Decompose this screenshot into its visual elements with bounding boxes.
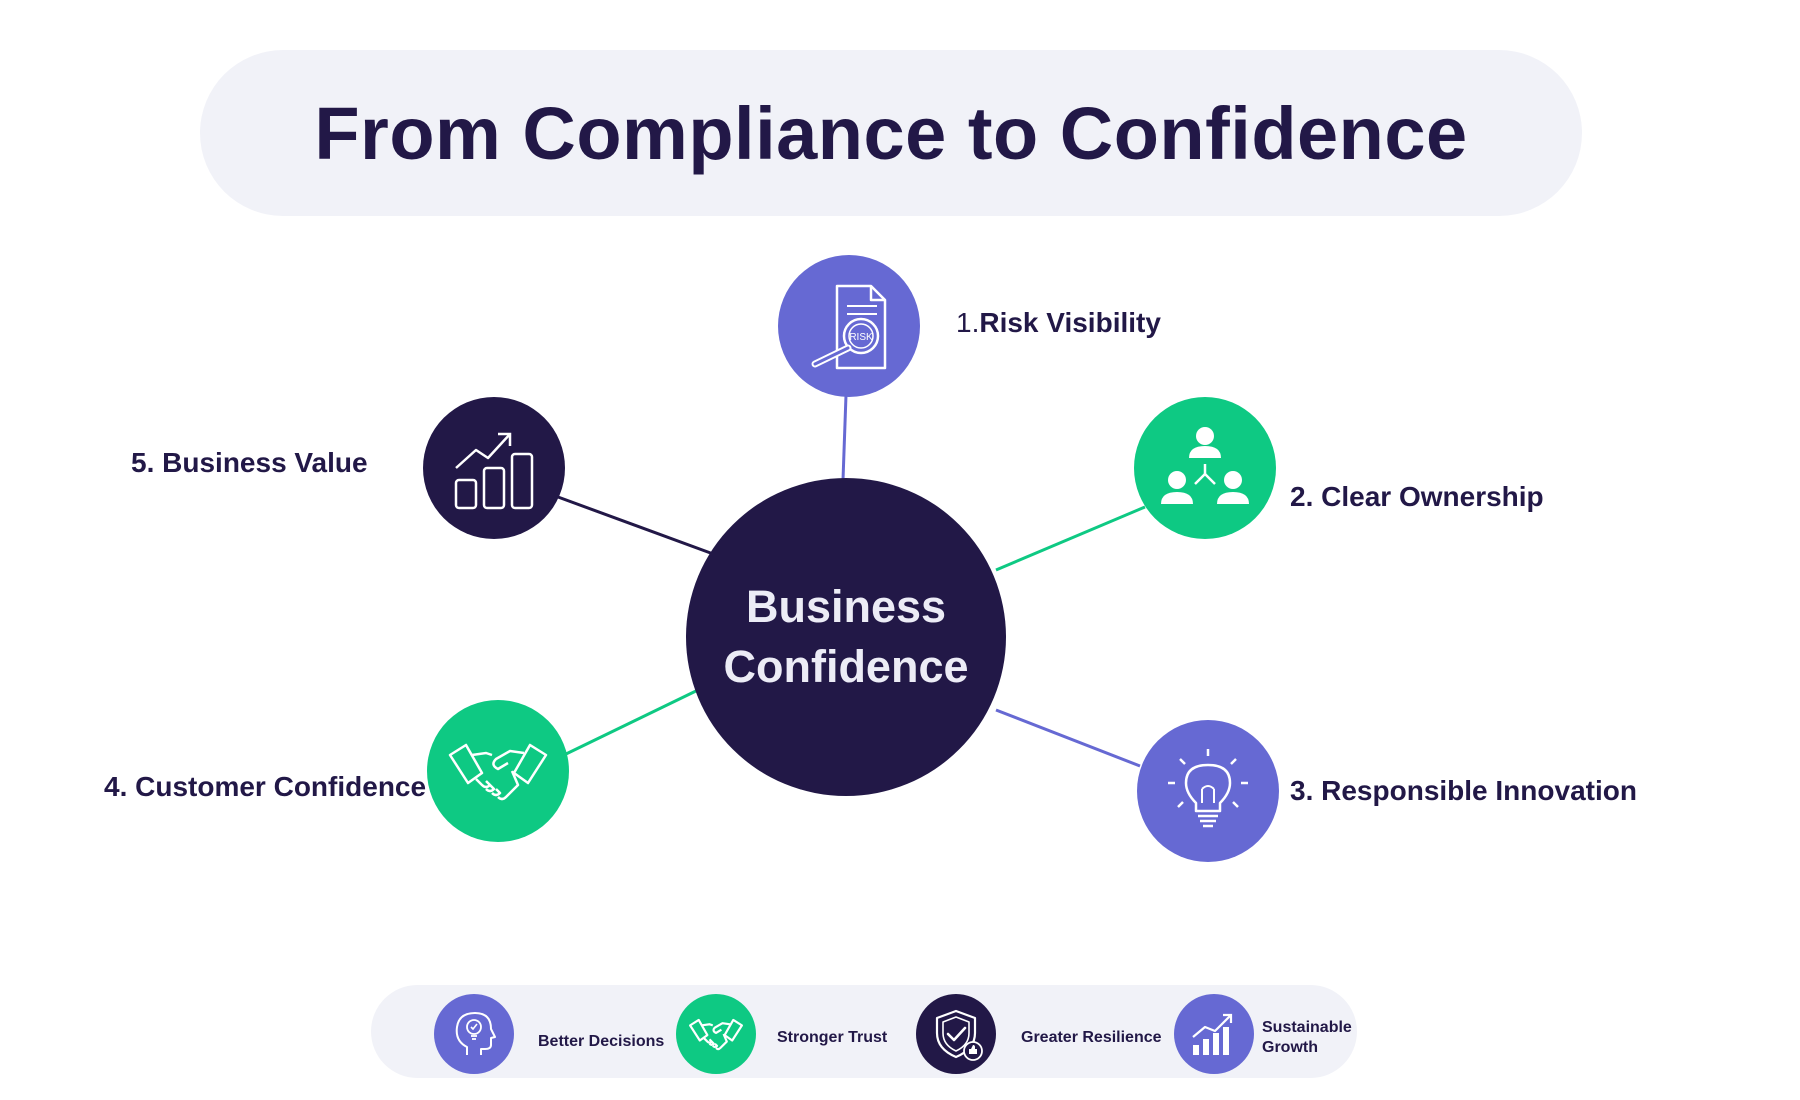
node-number: 1. <box>956 307 980 338</box>
growth-bar-chart-icon <box>454 432 534 510</box>
node-number: 4. <box>104 771 128 802</box>
head-lightbulb-icon <box>455 1012 496 1055</box>
node-number: 2. <box>1290 481 1314 512</box>
node-title: Business Value <box>162 447 368 478</box>
connector-clear-ownership <box>995 505 1146 572</box>
page-title: From Compliance to Confidence <box>314 91 1468 175</box>
benefit-label: Better Decisions <box>538 1033 665 1050</box>
lightbulb-icon <box>1168 749 1248 828</box>
node-number: 5. <box>131 447 155 478</box>
benefit-label-line1: Sustainable <box>1262 1019 1352 1036</box>
label-clear-ownership: 2. Clear Ownership <box>1290 480 1544 514</box>
node-title: Customer Confidence <box>135 771 427 802</box>
label-business-value: 5. Business Value <box>131 446 368 480</box>
benefit-label: Stronger Trust <box>777 1029 888 1046</box>
benefit-label-line2: Growth <box>1262 1039 1318 1056</box>
connector-responsible-innovation <box>995 708 1141 768</box>
svg-text:RISK: RISK <box>849 332 873 343</box>
benefit-better-decisions-icon-wrap <box>434 994 514 1074</box>
shield-check-icon <box>935 1009 983 1061</box>
center-label-line2: Confidence <box>723 641 969 692</box>
label-responsible-innovation: 3. Responsible Innovation <box>1290 774 1637 808</box>
title-banner: From Compliance to Confidence <box>200 50 1582 216</box>
node-customer-confidence <box>427 700 569 842</box>
node-clear-ownership <box>1134 397 1276 539</box>
center-label-line1: Business <box>745 581 947 632</box>
node-title: Responsible Innovation <box>1321 775 1637 806</box>
node-risk-visibility: RISK <box>778 255 920 397</box>
node-title: Clear Ownership <box>1321 481 1544 512</box>
center-node: Business Confidence <box>686 478 1006 796</box>
connector-customer-confidence <box>565 688 699 756</box>
label-risk-visibility: 1.Risk Visibility <box>956 306 1161 340</box>
label-customer-confidence: 4. Customer Confidence <box>104 770 426 804</box>
connector-business-value <box>557 495 717 557</box>
node-business-value <box>423 397 565 539</box>
node-number: 3. <box>1290 775 1314 806</box>
people-hierarchy-icon <box>1161 427 1249 504</box>
handshake-icon <box>448 743 548 801</box>
benefit-label-sustainable-growth: Sustainable Growth <box>1262 1018 1352 1058</box>
risk-document-magnifier-icon: RISK <box>811 284 887 370</box>
benefit-sustainable-growth-icon-wrap <box>1174 994 1254 1074</box>
node-title: Risk Visibility <box>979 307 1161 338</box>
connector-risk-visibility <box>841 394 848 481</box>
handshake-icon <box>688 1018 743 1051</box>
benefit-label: Greater Resilience <box>1021 1029 1162 1046</box>
benefit-greater-resilience-icon-wrap <box>916 994 996 1074</box>
growth-chart-icon <box>1192 1013 1233 1055</box>
node-responsible-innovation <box>1137 720 1279 862</box>
benefit-stronger-trust-icon-wrap <box>676 994 756 1074</box>
